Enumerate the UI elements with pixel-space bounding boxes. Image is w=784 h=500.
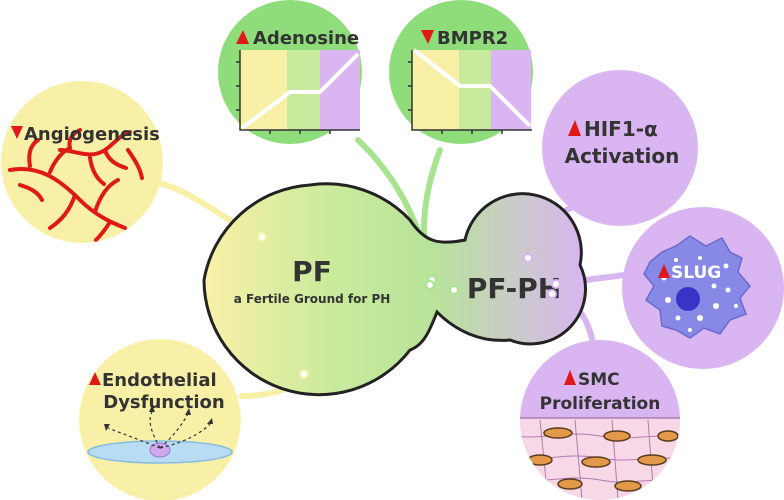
red-down-triangle-icon [11, 126, 23, 139]
endothelial-label-line2: Dysfunction [103, 392, 224, 413]
angiogenesis-bubble: Angiogenesis [1, 81, 163, 243]
smc-tissue-icon [520, 417, 680, 500]
dot-smc [547, 289, 557, 299]
bmpr2-label: BMPR2 [437, 28, 508, 49]
endothelial-bubble: Endothelial Dysfunction [79, 339, 241, 500]
endothelial-circle [79, 339, 241, 500]
slug-bubble: SLUG [622, 207, 784, 369]
hif1a-label-line1: HIF1-α [584, 117, 658, 141]
hif1a-circle [542, 70, 698, 226]
blob-shape [202, 182, 587, 397]
adenosine-label: Adenosine [253, 28, 359, 49]
smc-label-line2: Proliferation [540, 394, 661, 414]
red-up-triangle-icon [236, 30, 249, 44]
hif1a-label-line2: Activation [565, 144, 680, 168]
bmpr2-mini-chart [408, 48, 532, 134]
slug-cell-icon [643, 235, 751, 339]
smc-bubble: SMC Proliferation [520, 340, 680, 500]
smc-label-line1: SMC [578, 370, 620, 390]
adenosine-bubble: Adenosine [218, 0, 362, 144]
red-up-triangle-icon [568, 120, 581, 136]
pf-subtitle: a Fertile Ground for PH [234, 292, 391, 306]
pfph-title: PF-PH [467, 272, 561, 305]
red-up-triangle-icon [89, 372, 101, 385]
dot-endothelial [299, 369, 309, 379]
endothelial-cell-icon [87, 405, 233, 464]
dot-hif1a [523, 253, 533, 263]
bmpr2-bubble: BMPR2 [389, 0, 533, 144]
red-down-triangle-icon [421, 30, 434, 44]
red-up-triangle-icon [564, 370, 576, 385]
dot-angiogenesis [257, 232, 267, 242]
hif1a-bubble: HIF1-α Activation [542, 70, 698, 226]
slug-label: SLUG [671, 263, 721, 283]
vessel-tree-icon [8, 128, 144, 242]
endothelial-label-line1: Endothelial [102, 370, 217, 391]
pf-ph-blob: PF a Fertile Ground for PH PF-PH [202, 182, 587, 397]
angiogenesis-label: Angiogenesis [24, 124, 160, 145]
adenosine-mini-chart [236, 50, 360, 134]
dot-pfph-left [449, 285, 459, 295]
red-up-triangle-icon [658, 264, 670, 278]
dot-bmpr2 [425, 280, 435, 290]
dot-slug [551, 279, 561, 289]
slug-nucleus [676, 287, 700, 311]
connector-dots [257, 232, 561, 379]
pf-title: PF [292, 255, 332, 288]
angiogenesis-circle [1, 81, 163, 243]
